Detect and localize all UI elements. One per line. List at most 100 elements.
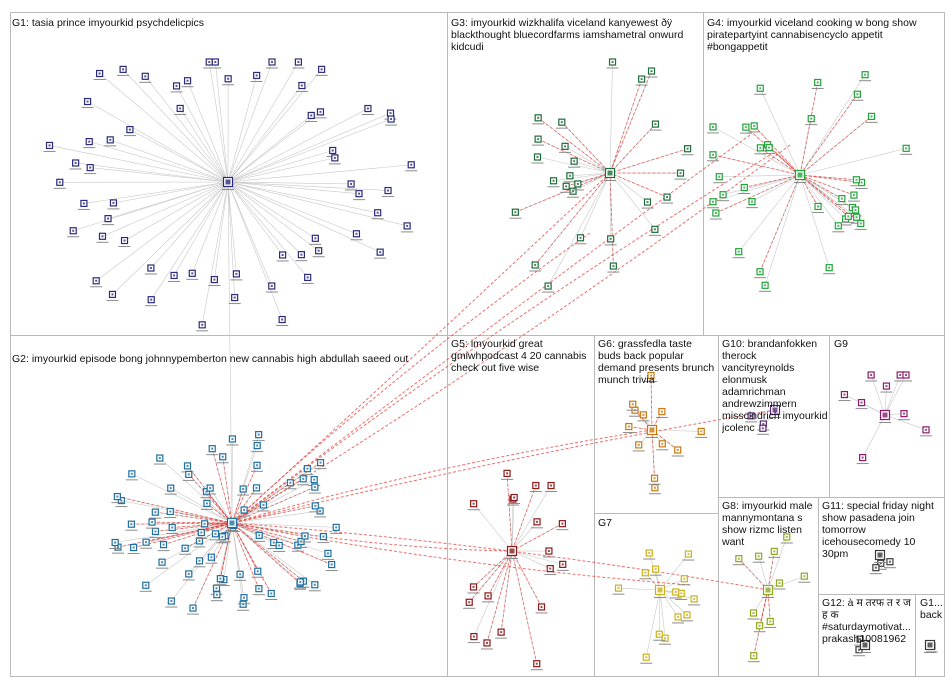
- node-g3-8[interactable]: [529, 261, 542, 272]
- node-g2-66[interactable]: [314, 459, 327, 470]
- node-g4-17[interactable]: [713, 173, 726, 184]
- node-g2-77[interactable]: [294, 578, 307, 589]
- node-g3-9[interactable]: [606, 58, 619, 69]
- node-g6-7[interactable]: [626, 400, 639, 411]
- node-g8-5[interactable]: [747, 609, 760, 620]
- node-g11-1[interactable]: [883, 558, 896, 569]
- node-g4-20[interactable]: [835, 195, 848, 206]
- node-g3-25[interactable]: [571, 180, 584, 191]
- node-g3-20[interactable]: [607, 262, 620, 273]
- node-g2-17[interactable]: [317, 532, 330, 544]
- node-g1-19[interactable]: [145, 296, 158, 307]
- node-g2-38[interactable]: [200, 488, 213, 499]
- node-g1-9[interactable]: [301, 273, 314, 284]
- node-g3-hub[interactable]: [604, 167, 616, 181]
- group-label-g2[interactable]: G2: imyourkid episode bong johnnypembert…: [12, 353, 409, 365]
- node-g2-62[interactable]: [164, 507, 177, 518]
- node-g1-44[interactable]: [209, 58, 222, 69]
- node-g1-11[interactable]: [276, 315, 289, 327]
- node-g10-2[interactable]: [756, 424, 769, 435]
- node-g1-52[interactable]: [305, 111, 318, 122]
- node-g1-38[interactable]: [117, 65, 130, 76]
- node-g3-24[interactable]: [674, 169, 687, 180]
- node-g1-36[interactable]: [81, 97, 94, 109]
- node-g4-25[interactable]: [717, 191, 730, 202]
- node-g3-5[interactable]: [531, 153, 544, 164]
- node-g3-6[interactable]: [555, 118, 568, 129]
- node-g3-3[interactable]: [648, 225, 661, 236]
- group-label-g12[interactable]: G12: à म तरफ त र ज ह क #saturdaymotivat.…: [822, 597, 911, 645]
- node-g4-35[interactable]: [823, 264, 836, 275]
- node-g9-6[interactable]: [865, 371, 878, 382]
- node-g2-50[interactable]: [297, 475, 310, 486]
- node-g8-7[interactable]: [773, 579, 786, 590]
- node-g1-21[interactable]: [106, 290, 119, 301]
- node-g1-2[interactable]: [371, 209, 384, 220]
- node-g7-4[interactable]: [639, 569, 652, 580]
- node-g1-16[interactable]: [196, 321, 209, 332]
- node-g1-14[interactable]: [228, 293, 241, 305]
- node-g3-10[interactable]: [509, 208, 522, 219]
- node-g7-1[interactable]: [640, 653, 653, 664]
- group-label-g10[interactable]: G10: brandanfokken therock vancityreynol…: [722, 338, 828, 434]
- group-label-g8[interactable]: G8: imyourkid male mannymontana s show r…: [722, 500, 813, 548]
- node-g2-56[interactable]: [140, 538, 153, 549]
- node-g2-12[interactable]: [206, 445, 219, 456]
- node-g5-9[interactable]: [508, 493, 521, 504]
- node-g5-3[interactable]: [542, 547, 555, 558]
- node-g2-48[interactable]: [250, 484, 263, 495]
- node-g9-8[interactable]: [897, 410, 910, 421]
- node-g2-35[interactable]: [301, 465, 314, 476]
- group-label-g11[interactable]: G11: special friday night show pasadena …: [822, 500, 934, 560]
- node-g8-1[interactable]: [798, 572, 811, 583]
- node-g1-22[interactable]: [90, 277, 103, 288]
- node-g2-72[interactable]: [214, 575, 227, 586]
- node-g4-22[interactable]: [842, 212, 855, 223]
- node-g1-46[interactable]: [250, 71, 263, 82]
- node-g11-2[interactable]: [869, 564, 882, 575]
- node-g3-18[interactable]: [560, 182, 573, 193]
- node-g2-37[interactable]: [109, 538, 122, 550]
- node-g1-33[interactable]: [83, 138, 96, 149]
- node-g3-15[interactable]: [542, 282, 555, 293]
- node-g1-28[interactable]: [77, 199, 90, 210]
- node-g4-5[interactable]: [859, 71, 872, 82]
- node-g3-13[interactable]: [604, 235, 617, 246]
- node-g2-30[interactable]: [195, 528, 208, 540]
- node-g2-9[interactable]: [330, 523, 343, 534]
- node-g4-11[interactable]: [759, 281, 772, 292]
- node-g5-13[interactable]: [545, 481, 558, 493]
- node-g4-29[interactable]: [805, 115, 818, 126]
- node-g8-9[interactable]: [780, 533, 793, 544]
- node-g4-34[interactable]: [811, 78, 824, 89]
- node-g2-21[interactable]: [308, 581, 321, 592]
- node-g1-0[interactable]: [382, 186, 395, 198]
- group-label-g5[interactable]: G5: imyourkid great gmiwhpodcast 4 20 ca…: [451, 338, 587, 374]
- node-g2-69[interactable]: [273, 541, 286, 552]
- node-g3-23[interactable]: [563, 172, 576, 183]
- node-g1-15[interactable]: [208, 275, 221, 287]
- node-g1-32[interactable]: [43, 141, 56, 152]
- node-g5-10[interactable]: [556, 520, 569, 531]
- node-g7-8[interactable]: [643, 549, 656, 560]
- node-g8-2[interactable]: [764, 617, 777, 628]
- node-g5-0[interactable]: [535, 603, 548, 614]
- node-g7-13[interactable]: [612, 584, 625, 595]
- node-g1-23[interactable]: [118, 236, 131, 248]
- node-g4-28[interactable]: [738, 183, 751, 194]
- node-g10-0[interactable]: [745, 412, 758, 423]
- node-g1-5[interactable]: [374, 248, 387, 259]
- node-g4-30[interactable]: [739, 123, 752, 134]
- node-g3-22[interactable]: [532, 114, 545, 125]
- group-label-g4[interactable]: G4: imyourkid viceland cooking w bong sh…: [707, 17, 917, 53]
- node-g1-3[interactable]: [401, 222, 414, 233]
- node-g1-8[interactable]: [295, 251, 308, 262]
- node-g4-18[interactable]: [707, 151, 719, 162]
- node-g1-34[interactable]: [104, 136, 117, 147]
- node-g3-7[interactable]: [641, 198, 654, 209]
- node-g3-21[interactable]: [559, 142, 572, 153]
- node-g1-53[interactable]: [361, 104, 374, 116]
- node-g6-3[interactable]: [695, 427, 708, 438]
- node-g2-46[interactable]: [186, 604, 199, 615]
- node-g9-hub[interactable]: [879, 409, 891, 423]
